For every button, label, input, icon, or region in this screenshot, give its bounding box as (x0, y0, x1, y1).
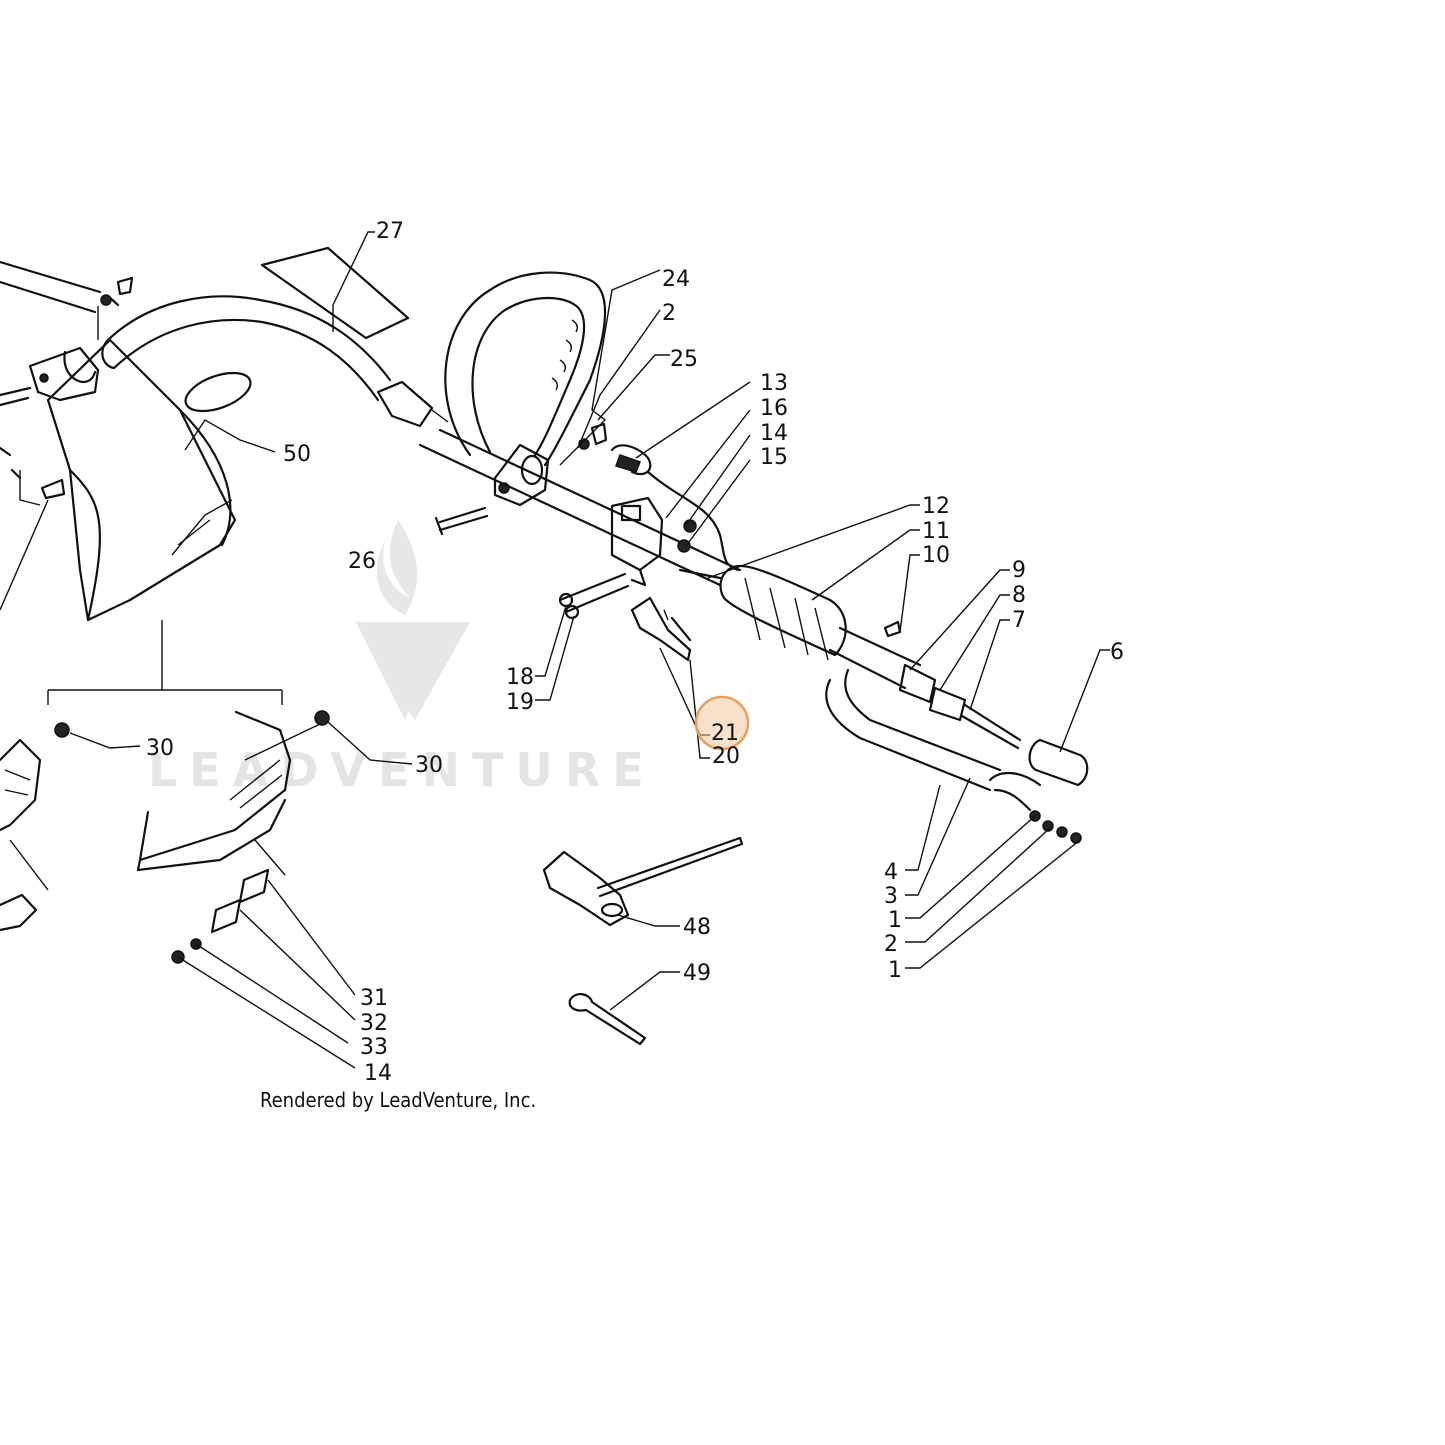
callout-13[interactable]: 13 (760, 371, 788, 396)
render-credit: Rendered by LeadVenture, Inc. (260, 1088, 536, 1112)
callout-30-left[interactable]: 30 (146, 736, 174, 761)
lower-guard-parts (0, 710, 413, 1069)
callout-9[interactable]: 9 (1012, 558, 1026, 583)
callout-1-lower[interactable]: 1 (888, 958, 902, 983)
callout-15[interactable]: 15 (760, 445, 788, 470)
main-handle-assembly (418, 269, 1110, 969)
leadventure-watermark: LEADVENTURE (148, 520, 656, 797)
watermark-text: LEADVENTURE (148, 743, 656, 797)
guard-assembly (0, 231, 449, 705)
callout-19[interactable]: 19 (506, 690, 534, 715)
callout-6[interactable]: 6 (1110, 640, 1124, 665)
callout-24[interactable]: 24 (662, 267, 690, 292)
callout-7[interactable]: 7 (1012, 608, 1026, 633)
callout-26[interactable]: 26 (348, 549, 376, 574)
callout-10[interactable]: 10 (922, 543, 950, 568)
callout-33[interactable]: 33 (360, 1035, 388, 1060)
callout-49[interactable]: 49 (683, 961, 711, 986)
callout-1-upper[interactable]: 1 (888, 908, 902, 933)
callout-20[interactable]: 20 (712, 744, 740, 769)
callout-8[interactable]: 8 (1012, 583, 1026, 608)
callout-32[interactable]: 32 (360, 1011, 388, 1036)
callout-12[interactable]: 12 (922, 494, 950, 519)
callout-16[interactable]: 16 (760, 396, 788, 421)
callout-highlight (694, 695, 750, 751)
tools (542, 836, 744, 1046)
callout-4[interactable]: 4 (884, 860, 898, 885)
callout-labels: 27 24 2 25 13 16 14 15 50 26 12 11 10 9 … (146, 219, 1124, 1086)
callout-14[interactable]: 14 (760, 421, 788, 446)
callout-11[interactable]: 11 (922, 519, 950, 544)
callout-30-right[interactable]: 30 (415, 753, 443, 778)
callout-3[interactable]: 3 (884, 884, 898, 909)
callout-2-lower[interactable]: 2 (884, 932, 898, 957)
callout-48[interactable]: 48 (683, 915, 711, 940)
callout-25[interactable]: 25 (670, 347, 698, 372)
callout-14-lower[interactable]: 14 (364, 1061, 392, 1086)
callout-31[interactable]: 31 (360, 986, 388, 1011)
callout-21[interactable]: 21 (711, 721, 739, 746)
callout-18[interactable]: 18 (506, 665, 534, 690)
callout-2[interactable]: 2 (662, 301, 676, 326)
callout-50[interactable]: 50 (283, 442, 311, 467)
callout-27[interactable]: 27 (376, 219, 404, 244)
